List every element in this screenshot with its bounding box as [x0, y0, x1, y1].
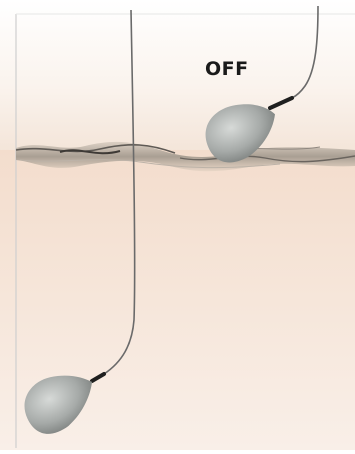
- tank-air-region: [0, 0, 355, 160]
- switch-state-label: OFF: [205, 58, 249, 80]
